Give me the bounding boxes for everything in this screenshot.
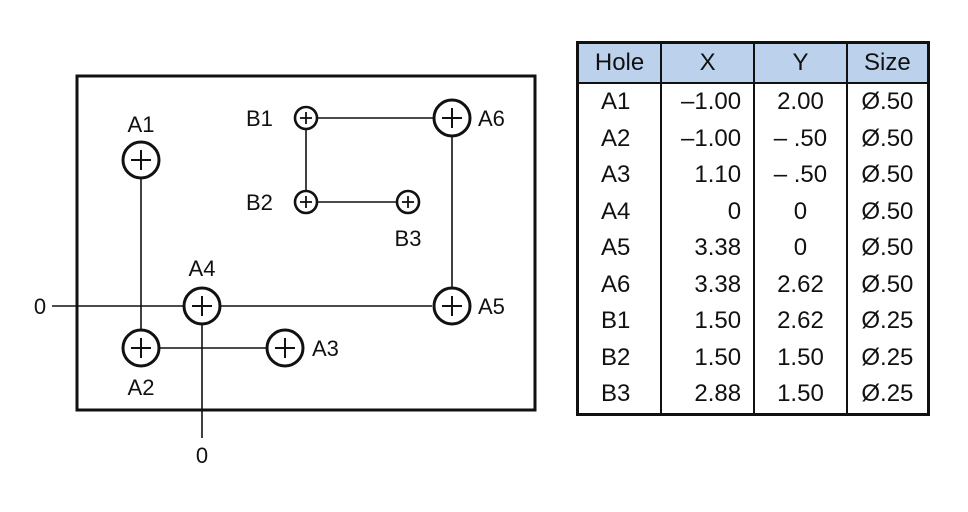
cell-x: 1.10	[660, 157, 756, 194]
hole-label-a4: A4	[189, 256, 216, 281]
hole-a3-icon	[265, 328, 305, 368]
table-header-row: Hole X Y Size	[576, 41, 930, 84]
origin-label-vertical: 0	[196, 443, 208, 468]
hole-location-drawing: A1 A2 A3 A4 A5 A6 B1 B2 B3 0 0	[34, 74, 537, 468]
hole-a4-icon	[182, 286, 222, 326]
hole-label-b2: B2	[246, 190, 273, 215]
cell-y: 1.50	[753, 339, 848, 376]
cell-hole: A1	[576, 83, 663, 121]
hole-a1-icon	[121, 140, 161, 180]
table-row: A2 –1.00 – .50 Ø.50	[576, 120, 930, 157]
table-row: A6 3.38 2.62 Ø.50	[576, 266, 930, 303]
hole-label-a5: A5	[478, 294, 505, 319]
cell-x: 3.38	[660, 230, 756, 267]
hole-b2-icon	[293, 189, 319, 215]
table-row: A1 –1.00 2.00 Ø.50	[576, 83, 930, 121]
hole-b1-icon	[293, 105, 319, 131]
col-header-hole: Hole	[576, 41, 663, 84]
table-row: A4 0 0 Ø.50	[576, 193, 930, 230]
cell-y: 0	[753, 193, 848, 230]
hole-label-b3: B3	[395, 226, 422, 251]
cell-size: Ø.25	[845, 339, 930, 376]
table-row: B1 1.50 2.62 Ø.25	[576, 303, 930, 340]
hole-coordinate-table: Hole X Y Size A1 –1.00 2.00 Ø.50 A2 –1.0…	[576, 41, 930, 416]
cell-y: – .50	[753, 157, 848, 194]
hole-label-b1: B1	[246, 106, 273, 131]
cell-hole: B1	[576, 303, 663, 340]
table-row: A3 1.10 – .50 Ø.50	[576, 157, 930, 194]
table-row: B2 1.50 1.50 Ø.25	[576, 339, 930, 376]
cell-x: –1.00	[660, 120, 756, 157]
cell-hole: B3	[576, 376, 663, 414]
cell-size: Ø.25	[845, 303, 930, 340]
cell-size: Ø.50	[845, 120, 930, 157]
cell-hole: A3	[576, 157, 663, 194]
cell-size: Ø.50	[845, 157, 930, 194]
hole-b3-icon	[395, 189, 421, 215]
origin-label-horizontal: 0	[34, 294, 46, 319]
cell-hole: A2	[576, 120, 663, 157]
cell-hole: A6	[576, 266, 663, 303]
cell-hole: A5	[576, 230, 663, 267]
cell-size: Ø.50	[845, 230, 930, 267]
hole-label-a1: A1	[128, 112, 155, 137]
cell-y: 2.62	[753, 303, 848, 340]
hole-a6-icon	[432, 98, 472, 138]
cell-x: 1.50	[660, 339, 756, 376]
hole-a5-icon	[432, 286, 472, 326]
col-header-y: Y	[753, 41, 848, 84]
cell-y: 2.00	[753, 83, 848, 121]
col-header-x: X	[660, 41, 756, 84]
cell-x: 3.38	[660, 266, 756, 303]
cell-y: 1.50	[753, 376, 848, 414]
cell-x: 0	[660, 193, 756, 230]
hole-a2-icon	[121, 328, 161, 368]
table-row: A5 3.38 0 Ø.50	[576, 230, 930, 267]
part-outline	[75, 74, 537, 412]
cell-x: 1.50	[660, 303, 756, 340]
cell-size: Ø.25	[845, 376, 930, 414]
cell-y: 2.62	[753, 266, 848, 303]
cell-y: 0	[753, 230, 848, 267]
cell-hole: A4	[576, 193, 663, 230]
cell-hole: B2	[576, 339, 663, 376]
table-row: B3 2.88 1.50 Ø.25	[576, 376, 930, 414]
cell-size: Ø.50	[845, 83, 930, 121]
col-header-size: Size	[845, 41, 930, 84]
hole-label-a3: A3	[312, 336, 339, 361]
hole-label-a6: A6	[478, 106, 505, 131]
hole-label-a2: A2	[128, 375, 155, 400]
cell-x: 2.88	[660, 376, 756, 414]
cell-size: Ø.50	[845, 266, 930, 303]
cell-size: Ø.50	[845, 193, 930, 230]
cell-y: – .50	[753, 120, 848, 157]
cell-x: –1.00	[660, 83, 756, 121]
